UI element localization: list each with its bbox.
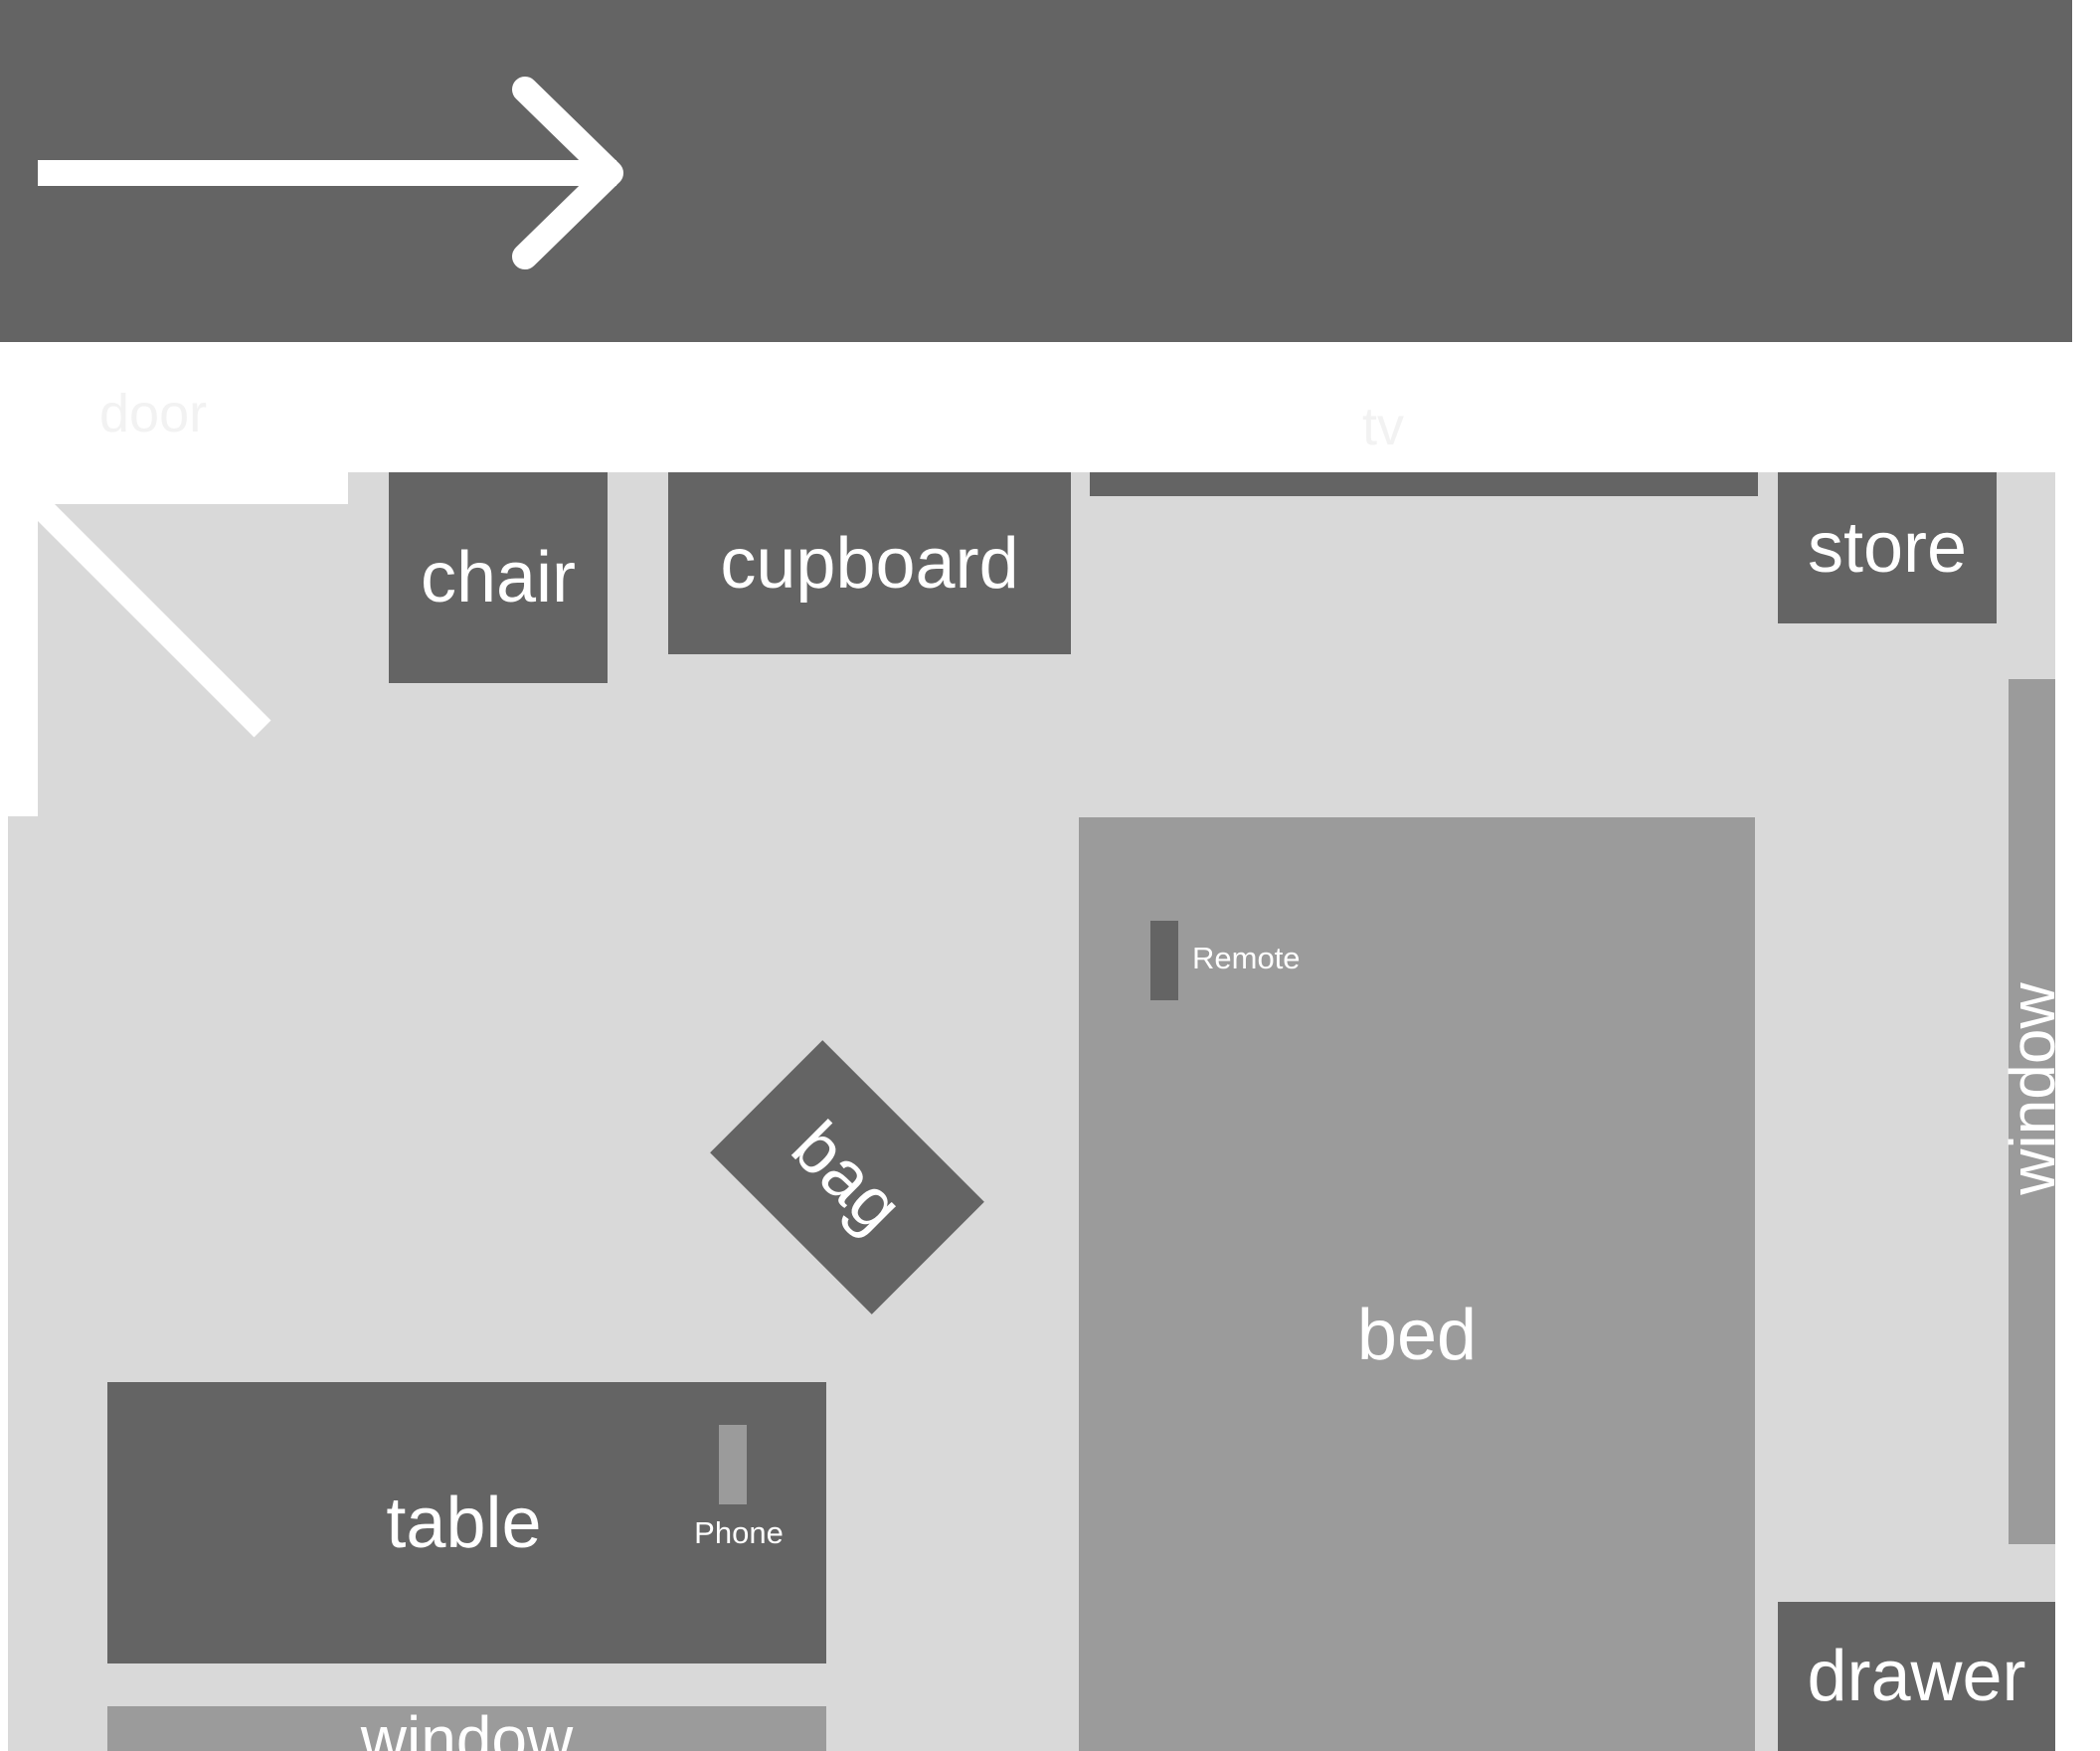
door-swing-icon <box>29 495 271 738</box>
top-band <box>0 0 2072 342</box>
cupboard: cupboard <box>668 472 1071 654</box>
bed: bed <box>1079 817 1755 1751</box>
table: table <box>107 1382 826 1663</box>
drawer: drawer <box>1778 1602 2055 1751</box>
door-label: door <box>99 384 208 443</box>
table-label: table <box>386 1483 542 1563</box>
tv-label: tv <box>1362 397 1405 456</box>
arrow-right-icon <box>38 77 623 269</box>
phone <box>719 1425 747 1504</box>
bed-label: bed <box>1356 1296 1478 1375</box>
tv <box>1090 472 1758 496</box>
window-bottom-label: window <box>360 1706 574 1751</box>
window-bottom: window <box>107 1706 826 1751</box>
bag-label: bag <box>777 1107 918 1248</box>
remote-label: Remote <box>1192 941 1301 975</box>
door-opening-top <box>0 460 348 504</box>
store-label: store <box>1807 508 1968 588</box>
door-opening <box>0 460 38 816</box>
window-right <box>2009 679 2055 1544</box>
window-right-label: window <box>1997 982 2068 1195</box>
drawer-label: drawer <box>1807 1637 2026 1716</box>
chair: chair <box>389 472 608 683</box>
store: store <box>1778 472 1997 623</box>
cupboard-label: cupboard <box>720 523 1019 604</box>
phone-label: Phone <box>694 1515 784 1550</box>
chair-label: chair <box>420 538 577 617</box>
remote <box>1150 921 1178 1000</box>
